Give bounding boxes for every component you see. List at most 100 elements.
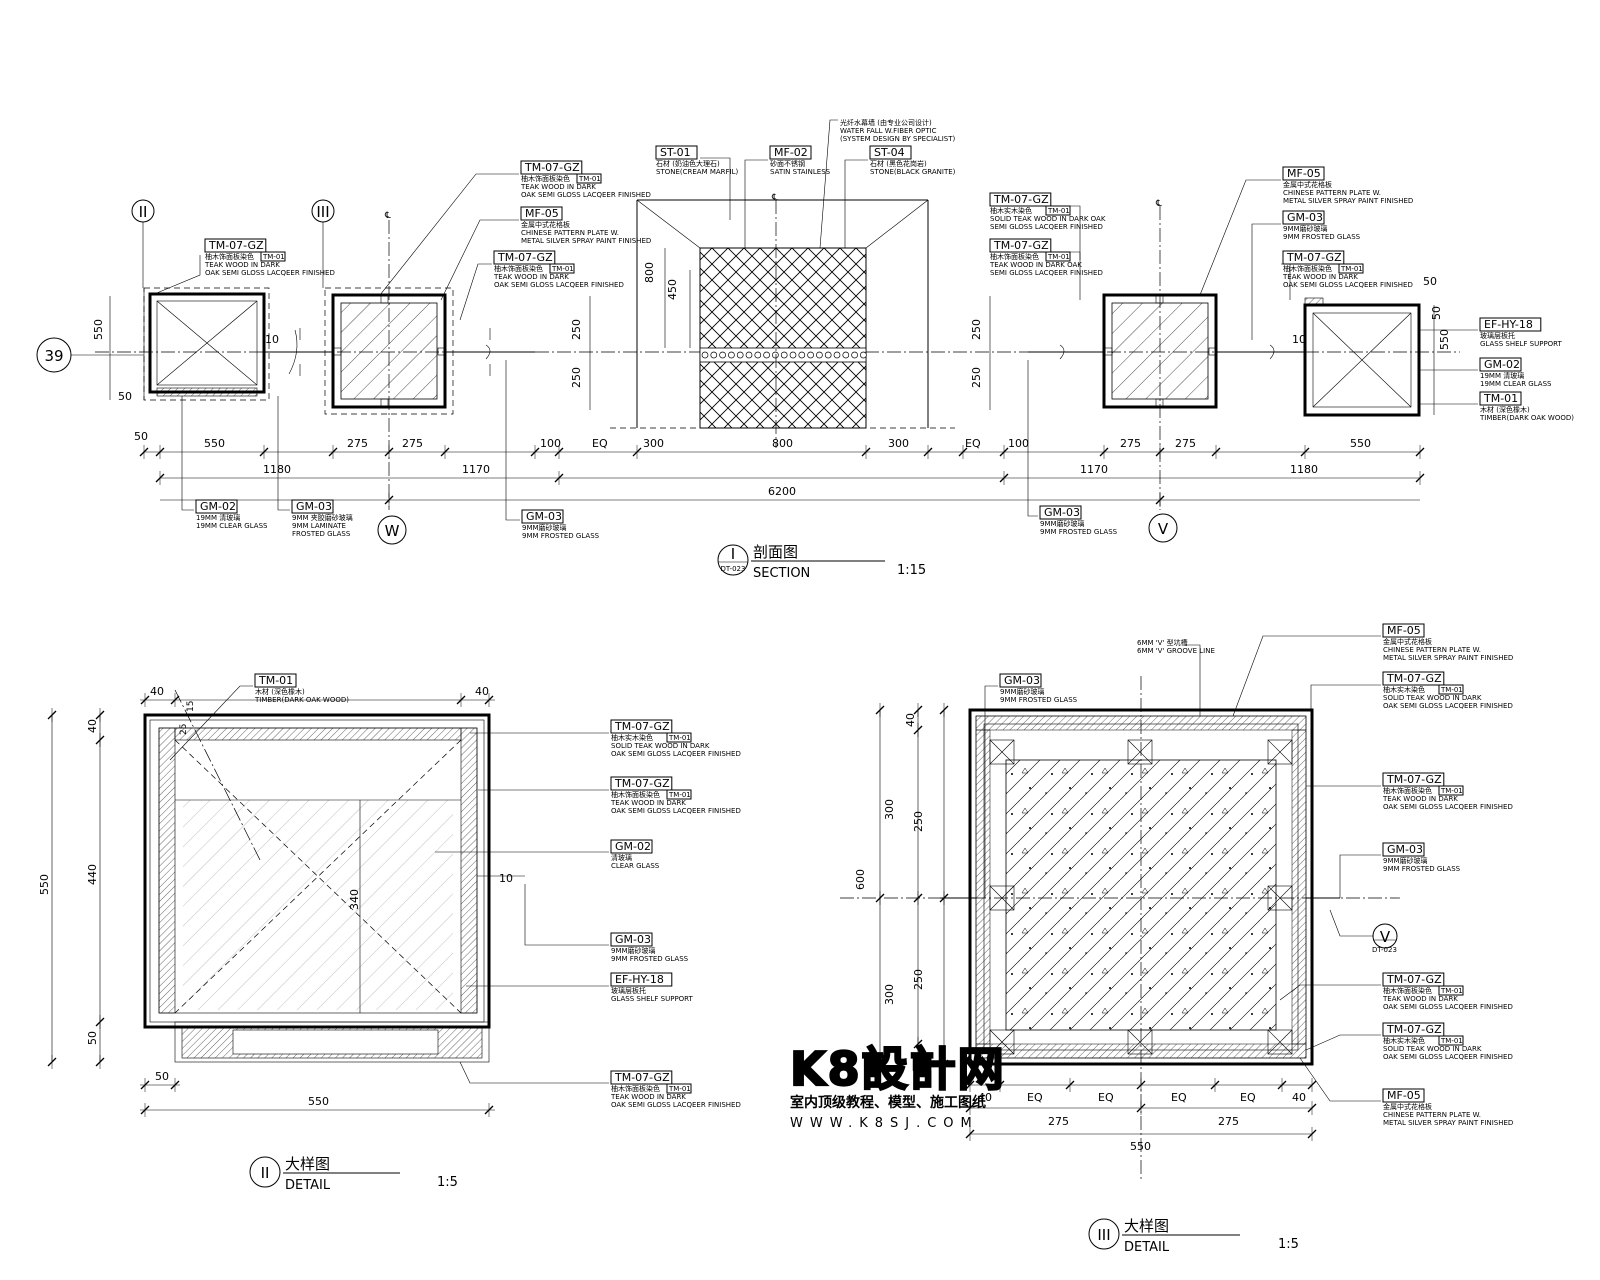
dimension-text: EQ: [1027, 1091, 1043, 1104]
material-en: STONE(BLACK GRANITE): [870, 168, 956, 176]
dimension-text: 800: [643, 262, 656, 283]
leader-line: [151, 255, 201, 296]
material-en: TEAK WOOD IN DARK: [520, 183, 596, 191]
dimension-text: 450: [666, 279, 679, 300]
material-en: CHINESE PATTERN PLATE W.: [1383, 1111, 1481, 1119]
title-circle: [249, 1156, 281, 1188]
material-cn: 9MM磨砂玻璃: [522, 523, 567, 532]
material-cn: 9MM磨砂玻璃: [1000, 687, 1045, 696]
material-cn: 木材 (深色橡木): [1480, 405, 1530, 414]
dimension-text: 40: [475, 685, 489, 698]
material-subcode: TM-01: [1440, 686, 1463, 694]
material-code: MF-05: [1387, 624, 1421, 637]
material-subcode-box: [1338, 263, 1364, 274]
material-en: OAK SEMI GLOSS LACQEER FINISHED: [1383, 1003, 1513, 1011]
material-en: TEAK WOOD IN DARK: [1382, 995, 1458, 1003]
material-en: OAK SEMI GLOSS LACQEER FINISHED: [1383, 702, 1513, 710]
material-cn: 柚木饰面板染色: [1283, 264, 1332, 273]
dimension-text: 50: [134, 430, 148, 443]
material-en: OAK SEMI GLOSS LACQEER FINISHED: [521, 191, 651, 199]
material-cn: 19MM 清玻璃: [196, 513, 240, 522]
dimension-text: EQ: [1098, 1091, 1114, 1104]
material-code-box: [1039, 505, 1082, 520]
dimension-text: 550: [204, 437, 225, 450]
material-code-box: [769, 145, 812, 160]
material-code-box: [520, 160, 583, 175]
material-en: 19MM CLEAR GLASS: [1480, 380, 1552, 388]
material-code-box: [655, 145, 698, 160]
leader-line: [819, 119, 838, 249]
material-code-box: [610, 972, 673, 987]
material-en: METAL SILVER SPRAY PAINT FINISHED: [1383, 654, 1513, 662]
dimension-text: 550: [38, 874, 51, 895]
material-code: GM-03: [296, 500, 332, 513]
material-en: CHINESE PATTERN PLATE W.: [521, 229, 619, 237]
dimension-text: 300: [888, 437, 909, 450]
fiber-dot: [754, 351, 762, 359]
material-cn: 柚木饰面板染色: [494, 264, 543, 273]
material-en: 9MM FROSTED GLASS: [1283, 233, 1361, 241]
leader-line: [181, 396, 194, 511]
leader-line: [844, 159, 868, 248]
material-en: 9MM FROSTED GLASS: [611, 955, 689, 963]
material-code-box: [520, 206, 563, 221]
title-circle: [717, 544, 749, 576]
fiber-optic-dots: [701, 351, 867, 359]
title-number: II: [261, 1164, 270, 1182]
material-en: TEAK WOOD IN DARK OAK: [989, 261, 1082, 269]
material-code-box: [610, 776, 673, 791]
leader-line: [1310, 684, 1381, 710]
dimension-text: 10: [265, 333, 279, 346]
dimension-text: 275: [402, 437, 423, 450]
material-subcode: TM-01: [551, 265, 574, 273]
dimension-text: 550: [1350, 437, 1371, 450]
material-code: TM-07-GZ: [1386, 1023, 1442, 1036]
material-subcode-box: [1045, 251, 1071, 262]
material-en: GLASS SHELF SUPPORT: [1480, 340, 1563, 348]
leader-line: [1251, 223, 1281, 340]
material-code-box: [1382, 842, 1425, 857]
material-subcode: TM-01: [668, 1085, 691, 1093]
material-subcode: TM-01: [262, 253, 285, 261]
material-code: TM-07-GZ: [497, 251, 553, 264]
material-en: OAK SEMI GLOSS LACQEER FINISHED: [611, 750, 741, 758]
dimension-text: 100: [1008, 437, 1029, 450]
dimension-text: 250: [970, 319, 983, 340]
material-en: 9MM LAMINATE: [292, 522, 346, 530]
material-cn: 柚木实木染色: [1383, 1036, 1425, 1045]
material-code: GM-02: [615, 840, 651, 853]
detail-ref-sheet: DT-023: [1372, 946, 1397, 954]
title-cn: 大样图: [285, 1155, 330, 1173]
grid-bubble-w-circle: [377, 515, 407, 545]
dimension-text: 275: [1218, 1115, 1239, 1128]
material-en: 9MM FROSTED GLASS: [522, 532, 600, 540]
centerline-mark: ℄: [771, 193, 778, 203]
material-cn: 柚木饰面板染色: [611, 1084, 660, 1093]
material-subcode-box: [576, 173, 602, 184]
callout-ii: II: [139, 203, 148, 221]
material-cn: 玻璃层板托: [611, 986, 646, 995]
material-code: TM-07-GZ: [524, 161, 580, 174]
material-en: TIMBER(DARK OAK WOOD): [1479, 414, 1574, 422]
dimension-text: 800: [772, 437, 793, 450]
material-code: TM-01: [258, 674, 293, 687]
title-scale: 1:5: [1278, 1237, 1299, 1252]
title-sheet-ref: DT-023: [721, 565, 746, 573]
leader-line: [1070, 205, 1081, 260]
material-cn: 金属中式花格板: [1383, 1102, 1432, 1111]
material-en: CHINESE PATTERN PLATE W.: [1383, 646, 1481, 654]
groove-label: 6MM 'V' 型坑槽: [1137, 638, 1188, 647]
groove-label: 6MM 'V' GROOVE LINE: [1137, 647, 1215, 655]
material-subcode-box: [666, 789, 692, 800]
material-cn: 9MM磨砂玻璃: [611, 946, 656, 955]
left-panel-box: [143, 287, 270, 401]
material-cn: 柚木饰面板染色: [990, 252, 1039, 261]
fiber-dot: [780, 351, 788, 359]
material-code: TM-07-GZ: [208, 239, 264, 252]
